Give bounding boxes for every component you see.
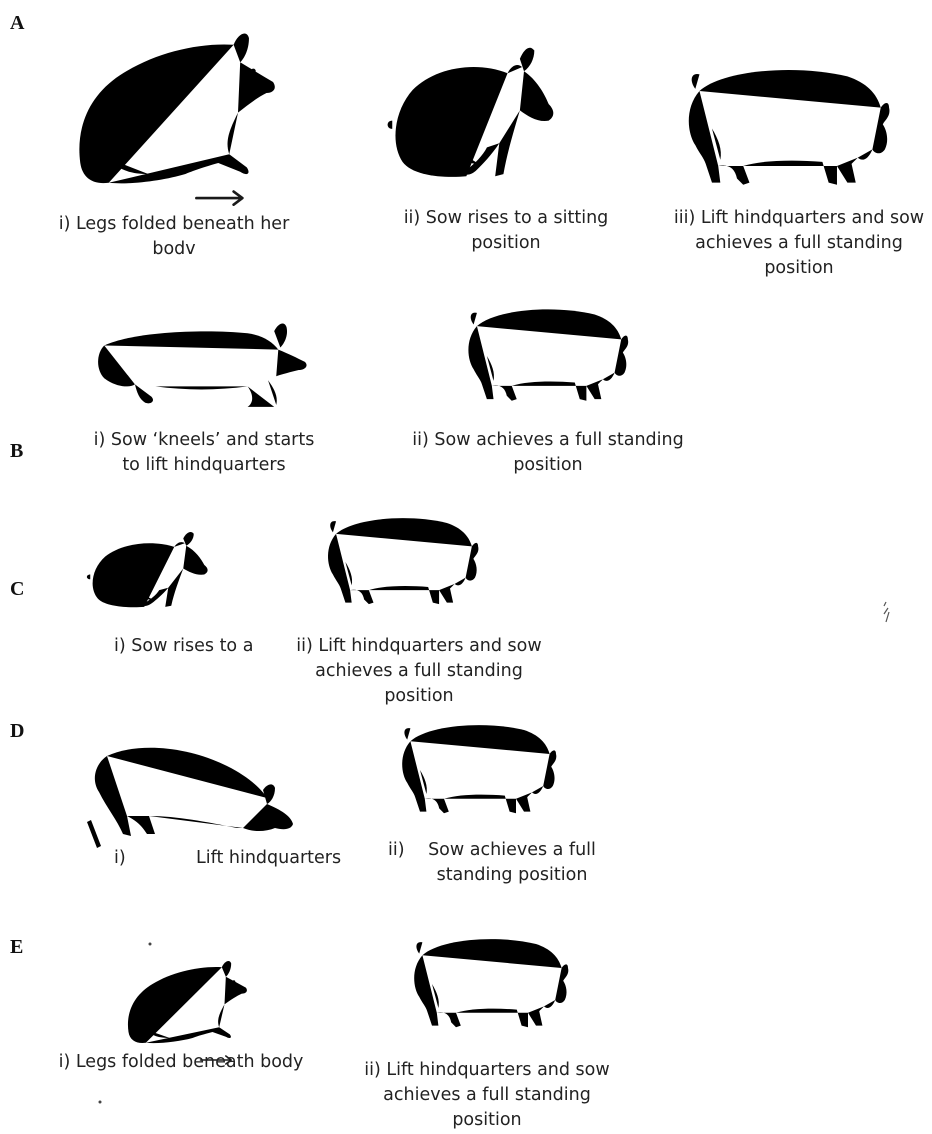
caption-e-i: i) Legs folded beneath body	[46, 1050, 316, 1075]
caption-c-i: i) Sow rises to a	[114, 634, 274, 659]
row-letter-c: C	[10, 578, 24, 601]
caption-a-iii: iii) Lift hindquarters and sowachieves a…	[668, 206, 930, 281]
speck-mark-3	[96, 1098, 104, 1106]
caption-a-ii: ii) Sow rises to a sittingposition	[376, 206, 636, 256]
caption-d-ii: Sow achieves a fullstanding position	[412, 838, 612, 888]
figure-e-ii-sow-standing	[408, 934, 572, 1034]
caption-b-i: i) Sow ‘kneels’ and startsto lift hindqu…	[64, 428, 344, 478]
figure-d-i-sow-front-kneel	[86, 736, 298, 848]
figure-a-ii-sow-sitting	[384, 48, 559, 183]
figure-e-i-sow-lying	[70, 960, 295, 1060]
speck-mark	[880, 600, 894, 626]
caption-b-ii: ii) Sow achieves a full standingposition	[398, 428, 698, 478]
caption-c-ii: ii) Lift hindquarters and sowachieves a …	[284, 634, 554, 709]
row-letter-e: E	[10, 936, 23, 959]
row-letter-d: D	[10, 720, 24, 743]
figure-b-ii-sow-standing	[462, 306, 632, 406]
speck-mark-2	[146, 940, 154, 948]
row-letter-b: B	[10, 440, 23, 463]
caption-d-i-numeral: i)	[114, 846, 144, 871]
caption-d-i: Lift hindquarters	[196, 846, 366, 871]
figure-d-ii-sow-standing	[396, 720, 560, 820]
row-letter-a: A	[10, 12, 24, 35]
figure-b-i-sow-kneeling	[94, 318, 309, 418]
caption-a-i: i) Legs folded beneath herbodv	[34, 212, 314, 262]
caption-e-ii: ii) Lift hindquarters and sowachieves a …	[352, 1058, 622, 1133]
figure-c-ii-sow-standing	[322, 514, 482, 610]
figure-a-iii-sow-standing	[680, 66, 895, 191]
figure-c-i-sow-sitting	[68, 540, 228, 615]
figure-a-i-sow-lying	[54, 20, 284, 190]
